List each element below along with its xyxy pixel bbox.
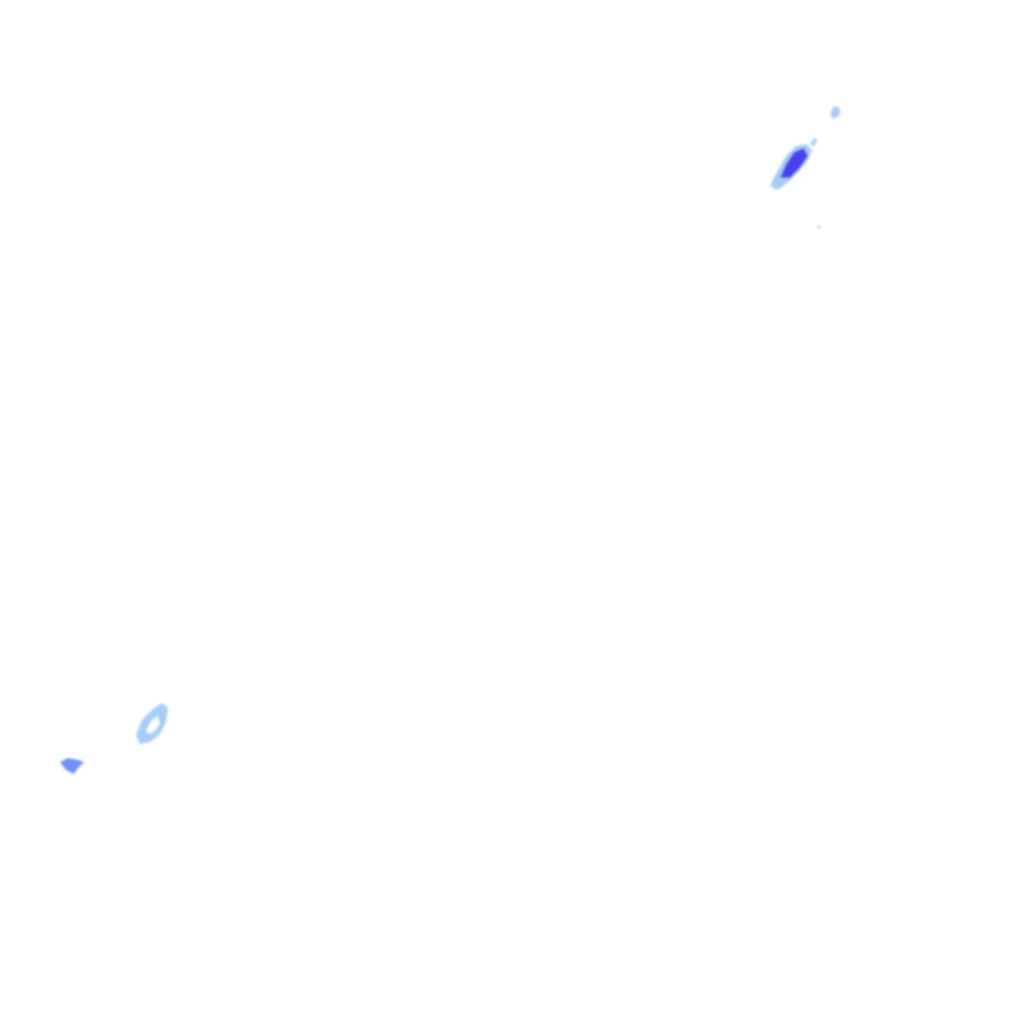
echo-southwest-ring [136, 703, 168, 744]
echo-northeast-main-inner [780, 148, 808, 178]
echo-southwest-core-shape [60, 758, 84, 774]
echo-southwest-ring-shape [136, 703, 168, 744]
echo-northeast-main [770, 138, 818, 190]
echo-northeast-small [817, 106, 840, 229]
echo-southwest-core [60, 758, 84, 774]
echo-northeast-small-shape [830, 106, 840, 119]
echo-northeast-spot [810, 138, 818, 146]
echo-northeast-dot [817, 225, 821, 229]
